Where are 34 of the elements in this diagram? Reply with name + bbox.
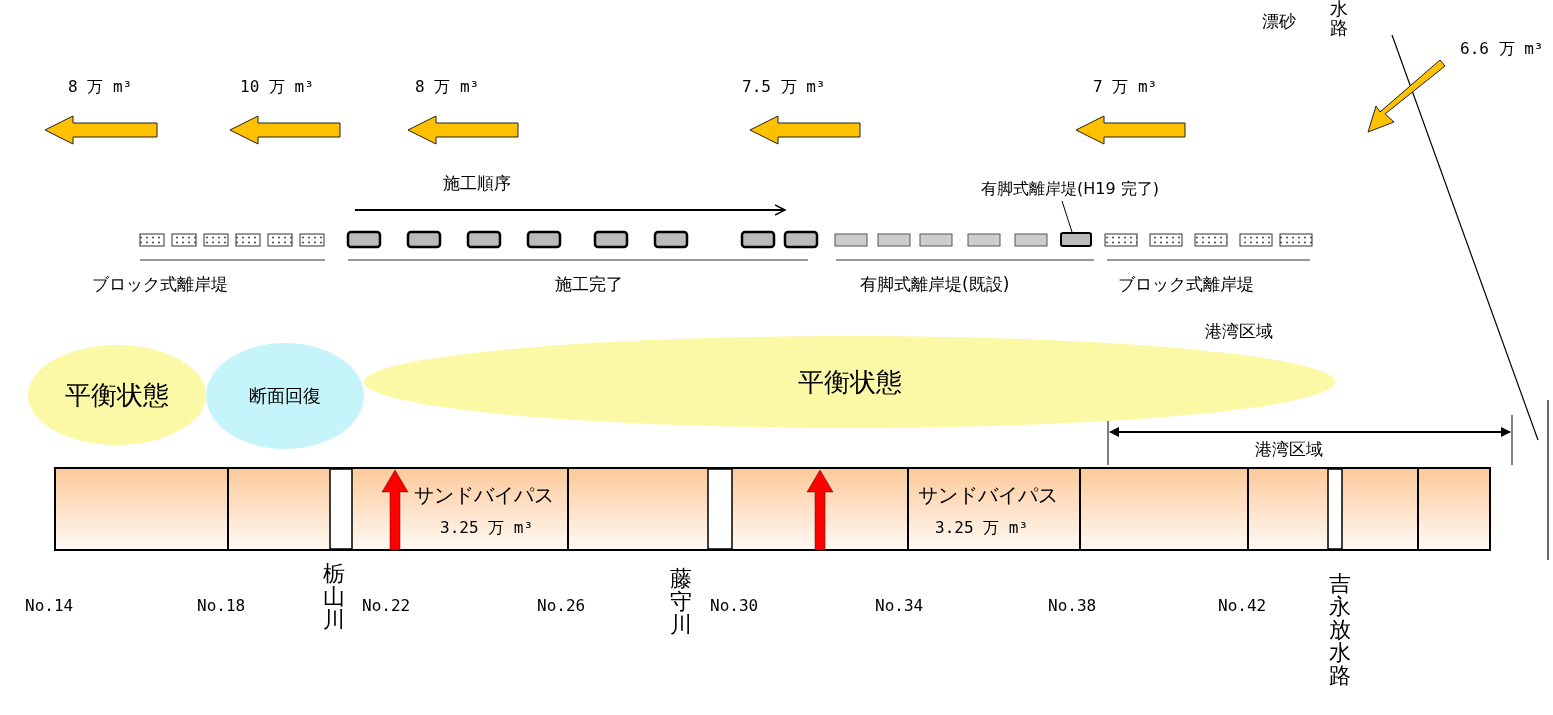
volume-label: 6.6 万 m³ — [1460, 40, 1544, 59]
recovery-ellipse: 断面回復 — [206, 343, 364, 449]
station-label: No.34 — [875, 597, 924, 616]
vertical-label: 水路 — [1330, 0, 1349, 38]
volume-label: 3.25 万 m³ — [440, 519, 534, 538]
section-label: ブロック式離岸堤 — [1118, 275, 1254, 295]
flow-label: 漂砂 — [1262, 12, 1296, 32]
equilibrium-ellipse: 平衡状態 — [28, 345, 206, 445]
volume-label: 10 万 m³ — [240, 78, 314, 97]
volume-label: 8 万 m³ — [415, 78, 480, 97]
bypass-label: サンドバイパス — [414, 484, 554, 507]
station-label: No.30 — [710, 597, 759, 616]
station-label: No.14 — [25, 597, 74, 616]
river-label: 栃山川 — [322, 562, 346, 632]
callout-text: 有脚式離岸堤(H19 完了) — [935, 177, 1205, 201]
station-label: No.26 — [537, 597, 586, 616]
zone-label: 港湾区域 — [1255, 440, 1323, 460]
volume-label: 7 万 m³ — [1093, 78, 1158, 97]
volume-label: 3.25 万 m³ — [935, 519, 1029, 538]
heading-label: 施工順序 — [443, 174, 511, 194]
river-label: 藤守川 — [669, 567, 693, 637]
section-label: 有脚式離岸堤(既設) — [860, 275, 1010, 295]
station-label: No.38 — [1048, 597, 1097, 616]
station-label: No.18 — [197, 597, 246, 616]
breakwater-block — [1060, 232, 1092, 247]
section-label: ブロック式離岸堤 — [92, 275, 228, 295]
station-label: No.22 — [362, 597, 411, 616]
volume-label: 8 万 m³ — [68, 78, 133, 97]
river-label: 吉永放水路 — [1328, 572, 1352, 688]
station-label: No.42 — [1218, 597, 1267, 616]
leader-line — [1061, 200, 1073, 233]
section-label: 施工完了 — [555, 275, 623, 295]
volume-label: 7.5 万 m³ — [742, 78, 826, 97]
bypass-label: サンドバイパス — [918, 484, 1058, 507]
